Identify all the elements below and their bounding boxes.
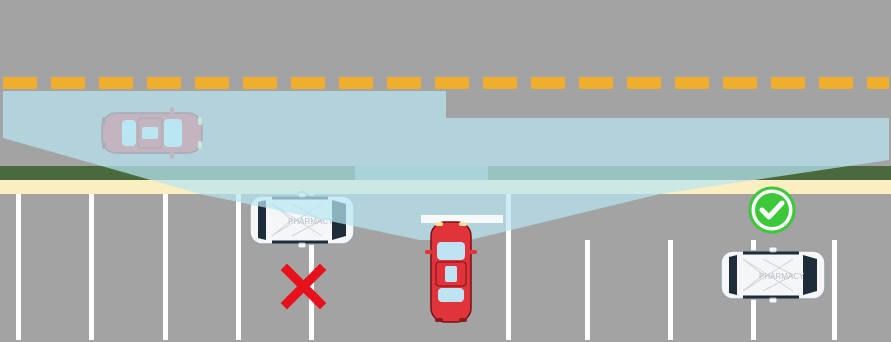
own-car	[425, 222, 477, 322]
parked-van-right	[721, 247, 825, 303]
own-car-bumper	[421, 215, 503, 223]
check-mark-icon	[750, 188, 794, 232]
cone-gap	[355, 166, 488, 180]
